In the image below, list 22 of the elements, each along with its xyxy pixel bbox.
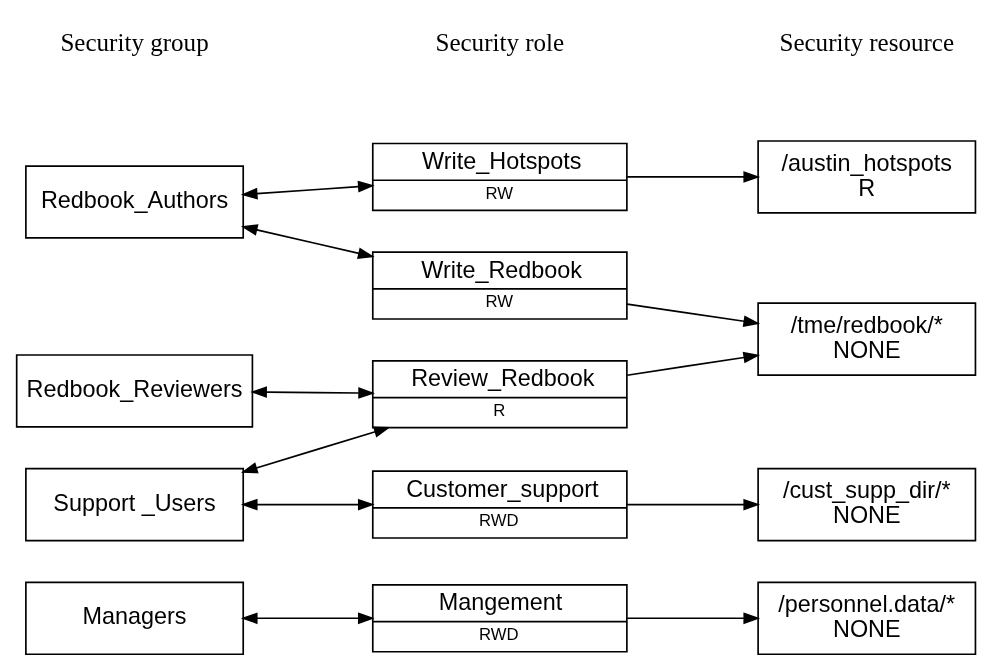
node-box: Support _Users <box>25 467 245 542</box>
arrow <box>240 426 391 474</box>
arrow <box>626 612 761 625</box>
arrow <box>626 171 761 183</box>
arrow <box>240 498 375 511</box>
arrow <box>626 351 761 377</box>
label: Security group <box>60 28 209 56</box>
node-box: Redbook_Authors <box>25 165 245 239</box>
arrow <box>626 498 761 511</box>
label: Security role <box>435 28 565 56</box>
arrow <box>626 303 761 327</box>
node-box: Redbook_Reviewers <box>15 354 254 428</box>
node-box: /tme/redbook/* NONE <box>757 302 977 376</box>
node-box: /personnel.data/* NONE <box>757 581 977 656</box>
arrow <box>240 180 375 200</box>
node-box: /cust_supp_dir/* NONE <box>757 467 977 542</box>
arrow <box>240 612 375 625</box>
arrow <box>250 386 375 399</box>
node-box: /austin_hotspots R <box>757 140 977 214</box>
label: Security resource <box>779 28 955 56</box>
arrow <box>240 224 375 259</box>
node-box: Managers <box>25 581 245 656</box>
